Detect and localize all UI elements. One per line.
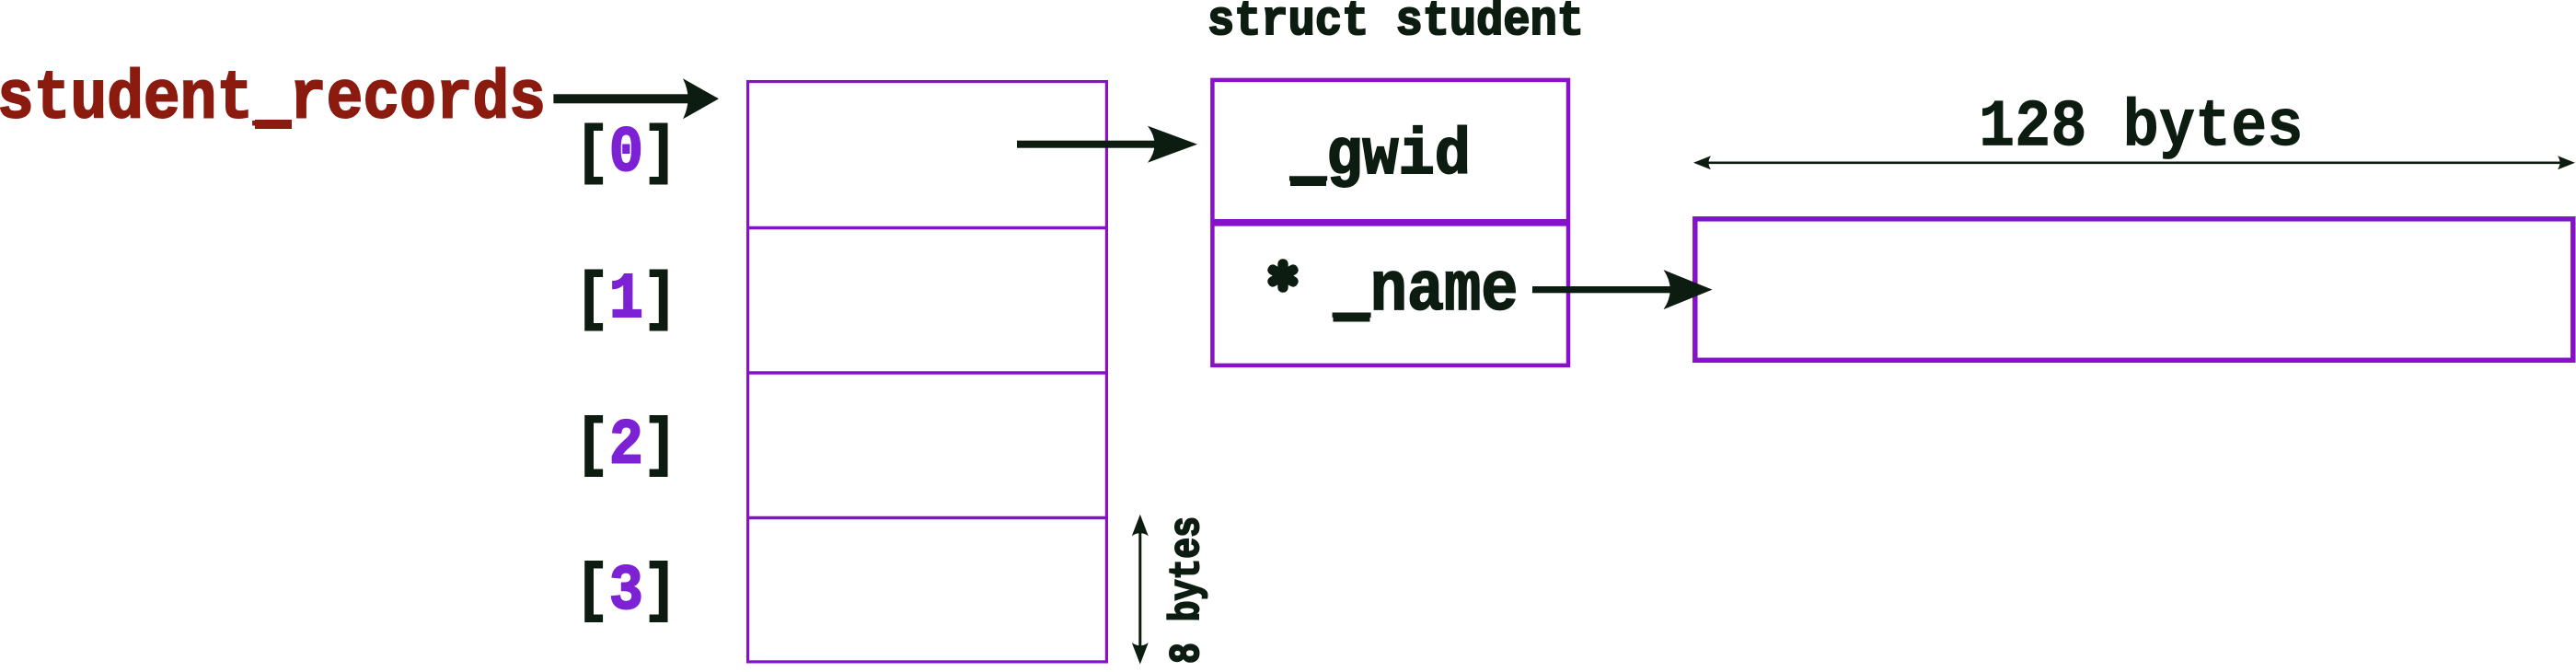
svg-text:_name: _name: [1333, 251, 1519, 330]
svg-text:struct student: struct student: [1207, 0, 1584, 49]
svg-text:[1]: [1]: [575, 264, 677, 337]
svg-text:128 bytes: 128 bytes: [1979, 90, 2304, 166]
svg-text:[2]: [2]: [575, 411, 677, 483]
svg-text:[0]: [0]: [575, 118, 677, 191]
svg-text:8 bytes: 8 bytes: [1163, 516, 1211, 664]
svg-text:[3]: [3]: [575, 556, 677, 629]
